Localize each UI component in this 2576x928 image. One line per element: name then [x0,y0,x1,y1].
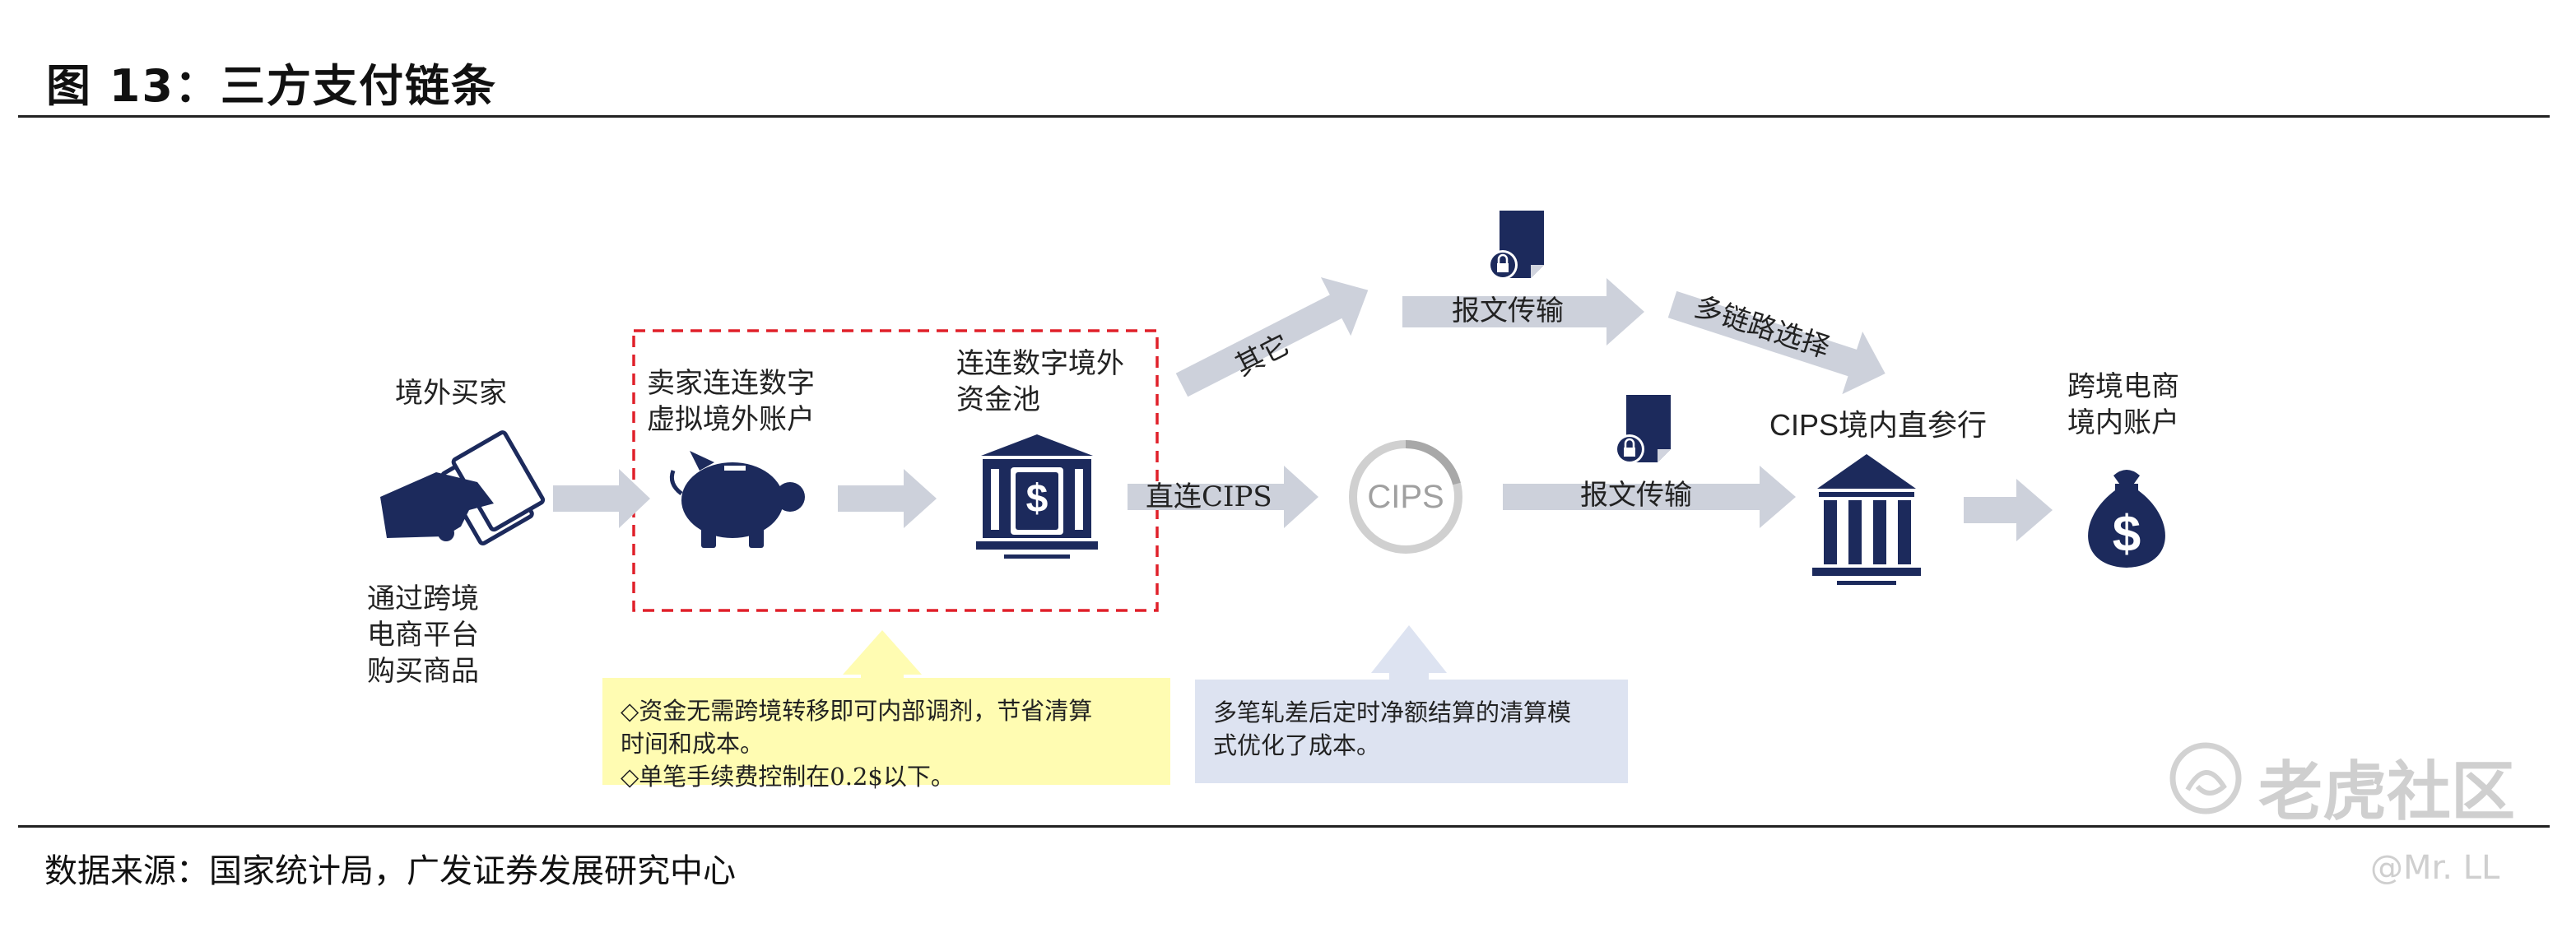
svg-text:$: $ [1026,477,1049,521]
overseas-buyer-label: 境外买家 [395,377,507,410]
bottom-divider [18,825,2550,828]
yellow-note-line: 时间和成本。 [621,730,765,758]
yellow-note: ◇资金无需跨境转移即可内部调剂，节省清算 时间和成本。 ◇单笔手续费控制在0.2… [602,678,1170,791]
arrow-buyer-to-account [553,469,650,528]
fund-pool-label: 连连数字境外 资金池 [956,346,1124,418]
arrow-label-message-mid: 报文传输 [1580,479,1692,512]
arrow-direct-cips [1128,466,1318,528]
money-bag-icon: $ [2088,470,2165,568]
buy-note-label: 通过跨境 电商平台 购买商品 [367,581,479,689]
top-divider [18,115,2550,118]
fund-pool-line: 连连数字境外 [956,347,1124,380]
arrow-bank-to-account [1964,479,2053,541]
watermark-logo-icon [2169,742,2242,814]
document-lock-icon-mid [1613,393,1672,466]
buy-note-line: 购买商品 [367,655,479,688]
yellow-note-line: ◇单笔手续费控制在0.2$以下。 [621,763,955,791]
arrow-up-yellow [843,630,922,683]
fund-pool-icon: $ [976,434,1098,559]
arrow-account-to-pool [838,469,937,528]
virtual-account-label: 卖家连连数字 虚拟境外账户 [647,365,815,438]
blue-note: 多笔轧差后定时净额结算的清算模 式优化了成本。 [1195,680,1628,783]
cips-logo [1349,440,1462,554]
svg-text:$: $ [2113,506,2141,563]
arrow-cips-to-bank [1503,466,1796,528]
watermark-handle: @Mr. LL [2370,849,2500,887]
arrow-label-message-top: 报文传输 [1452,295,1564,327]
domestic-account-line: 境内账户 [2067,406,2179,439]
arrow-label-direct-cips: 直连CIPS [1146,480,1272,513]
hand-card-icon [380,430,546,545]
domestic-account-label: 跨境电商 境内账户 [2067,369,2179,441]
arrow-other [1175,277,1369,397]
blue-note-line: 多笔轧差后定时净额结算的清算模 [1213,698,1572,726]
blue-note-line: 式优化了成本。 [1213,731,1381,759]
cips-bank-icon [1812,454,1921,585]
piggy-bank-icon [669,451,805,548]
buy-note-line: 电商平台 [367,619,479,652]
arrow-up-blue [1371,625,1447,683]
virtual-account-line: 虚拟境外账户 [647,403,815,436]
yellow-note-line: ◇资金无需跨境转移即可内部调剂，节省清算 [621,697,1093,725]
domestic-account-line: 跨境电商 [2067,370,2179,403]
figure-title: 图 13：三方支付链条 [46,60,497,112]
watermark-brand: 老虎社区 [2258,755,2516,829]
arrow-top-message [1402,278,1644,346]
internal-transfer-box [632,329,1159,612]
source-text: 数据来源：国家统计局，广发证券发展研究中心 [44,852,736,890]
document-lock-icon-top [1486,209,1546,281]
cips-logo-text: CIPS [1367,479,1444,515]
virtual-account-line: 卖家连连数字 [647,367,815,400]
arrow-multi-link [1667,290,1886,395]
cips-bank-label: CIPS境内直参行 [1769,408,1988,442]
fund-pool-line: 资金池 [956,383,1040,416]
buy-note-line: 通过跨境 [367,582,479,615]
